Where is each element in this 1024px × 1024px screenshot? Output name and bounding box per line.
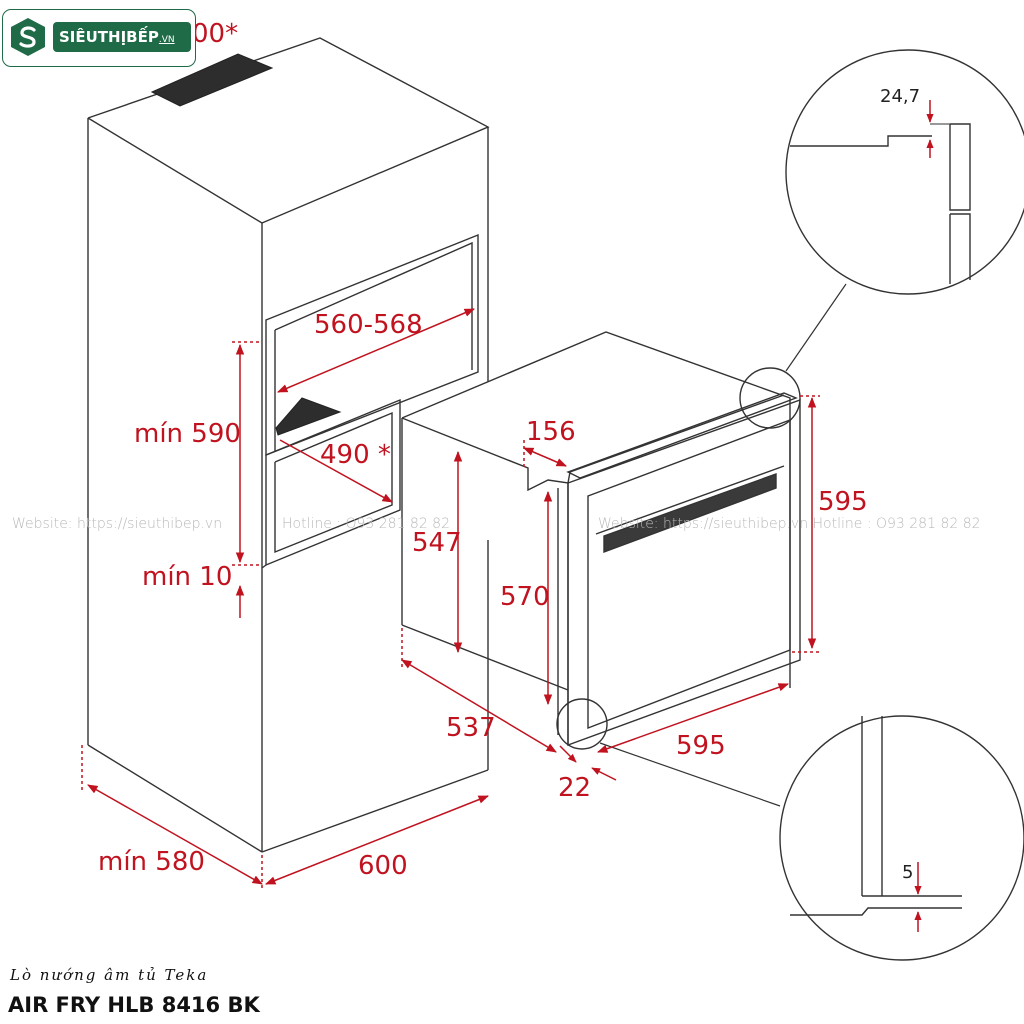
label-cabinet-depth: mín 580 <box>98 847 205 877</box>
watermark-hotline-left: Hotline : O93 281 82 82 <box>282 516 450 532</box>
brand-name: SIÊUTHỊBẾP.VN <box>53 22 191 52</box>
cabinet <box>87 37 490 853</box>
label-top-cutout: 00* <box>192 19 238 49</box>
brand-name-text: SIÊUTHỊBẾP <box>59 28 159 46</box>
detail-marker-top <box>739 367 801 429</box>
label-cabinet-width: 600 <box>358 851 408 881</box>
product-subtitle: Lò nướng âm tủ Teka <box>10 966 209 984</box>
top-ventilation-slot <box>150 53 274 107</box>
label-oven-body-height: 547 <box>412 528 462 558</box>
detail-view-top <box>785 49 1024 295</box>
label-oven-front-height: 595 <box>818 487 868 517</box>
watermark-website-left: Website: https://sieuthibep.vn <box>12 516 222 532</box>
brand-logo: SIÊUTHỊBẾP.VN <box>2 9 196 67</box>
brand-mark-icon <box>11 18 45 56</box>
label-front-thickness: 22 <box>558 773 591 803</box>
oven <box>401 331 801 747</box>
niche-floor-slot <box>275 397 342 436</box>
label-gap-bottom: mín 10 <box>142 562 232 592</box>
label-oven-body-depth: 537 <box>446 713 496 743</box>
watermark-right: Website: https://sieuthibep.vn Hotline :… <box>598 516 981 532</box>
label-niche-depth: 490 * <box>320 440 391 470</box>
dimension-lines <box>81 51 934 932</box>
label-niche-width: 560-568 <box>314 310 423 340</box>
brand-domain-suffix: .VN <box>158 35 175 45</box>
label-oven-inner-height: 570 <box>500 582 550 612</box>
label-oven-front-width: 595 <box>676 731 726 761</box>
label-detail-bottom: 5 <box>902 862 913 883</box>
label-niche-height: mín 590 <box>134 419 241 449</box>
label-detail-top: 24,7 <box>880 86 920 107</box>
label-oven-top-depth: 156 <box>526 417 576 447</box>
product-title: AIR FRY HLB 8416 BK <box>8 993 260 1017</box>
detail-view-bottom <box>779 715 1024 961</box>
